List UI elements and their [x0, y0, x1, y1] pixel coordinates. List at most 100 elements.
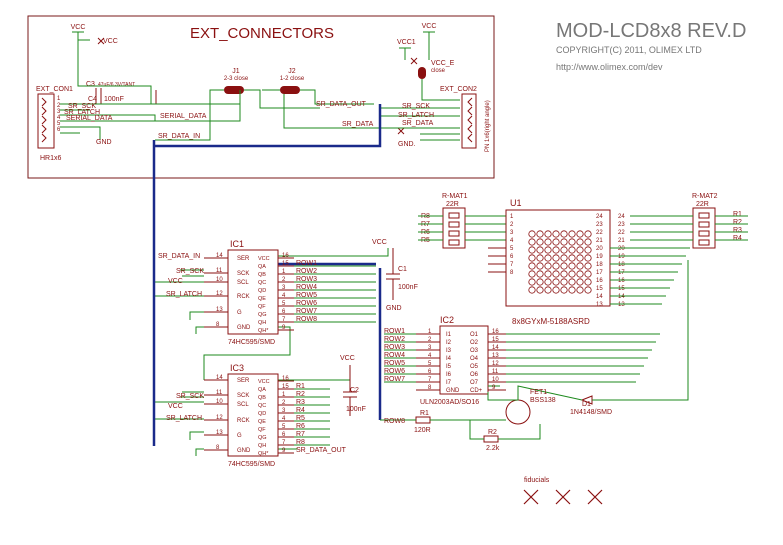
- led-dot: [552, 254, 560, 262]
- net-sr-data: SR_DATA: [402, 120, 434, 127]
- c2-label: C2: [350, 387, 359, 394]
- d1-label: D1: [582, 401, 591, 408]
- led-dot: [576, 262, 584, 270]
- led-dot: [544, 238, 552, 246]
- u1-pin-number: 15: [596, 286, 603, 292]
- net-row: ROW5: [384, 360, 405, 367]
- ic3-pin-function: G: [237, 433, 242, 439]
- u1-pin-number: 21: [618, 238, 625, 244]
- u1-pin-number: 13: [618, 302, 625, 308]
- ic3-pin-function: QC: [258, 403, 266, 409]
- u1-pin-number: 5: [510, 246, 514, 252]
- ic3-pin-function: GND: [237, 448, 251, 454]
- pin-number: 3: [57, 109, 61, 115]
- gnd-label: GND.: [398, 141, 416, 148]
- led-dot: [536, 262, 544, 270]
- ic2-pin-function: O5: [470, 364, 479, 370]
- ic3-pin-number: 8: [216, 445, 220, 451]
- vcc1-label: VCC1: [397, 39, 416, 46]
- ic1-pin-number: 9: [282, 325, 286, 331]
- led-dot: [560, 278, 568, 286]
- ic1-pin-function: QE: [258, 296, 266, 302]
- pin-number: 1: [57, 96, 61, 102]
- u1-display: [505, 209, 611, 307]
- net-r: R4: [296, 407, 305, 414]
- u1-pin-number: 8: [510, 270, 514, 276]
- ic3-pin-function: QD: [258, 411, 266, 417]
- pin-number: 6: [57, 127, 61, 133]
- ic3-pin-number: 6: [282, 432, 286, 438]
- ic3-part: 74HC595/SMD: [228, 461, 275, 468]
- ic2-pin-function: I1: [446, 332, 452, 338]
- r1-label: R1: [420, 410, 429, 417]
- vcc-label: VCC: [103, 38, 118, 45]
- u1-label: U1: [510, 198, 522, 208]
- led-dot: [560, 246, 568, 254]
- led-dot: [528, 246, 536, 254]
- ic3-pin-number: 9: [282, 448, 286, 454]
- u1-pin-number: 20: [596, 246, 603, 252]
- ic2-pin-number: 9: [492, 385, 496, 391]
- ic3-pin-function: SER: [237, 378, 250, 384]
- net-row: ROW3: [296, 276, 317, 283]
- ic1-pin-function: QF: [258, 304, 266, 310]
- fet-part: BSS138: [530, 397, 556, 404]
- led-dot: [544, 254, 552, 262]
- ic2-pin-function: I3: [446, 348, 452, 354]
- led-dot: [528, 262, 536, 270]
- u1-pin-number: 24: [596, 214, 603, 220]
- net-row: ROW4: [296, 284, 317, 291]
- ic3-pin-function: QA: [258, 387, 266, 393]
- net-sr-data: SR_DATA: [342, 121, 374, 128]
- led-dot: [576, 238, 584, 246]
- ic2-pin-number: 3: [428, 345, 432, 351]
- close-label: close: [431, 68, 446, 74]
- ic3-pin-function: QB: [258, 395, 266, 401]
- led-dot: [560, 270, 568, 278]
- ic3-pin-function: QE: [258, 419, 266, 425]
- ic1-pin-number: 10: [216, 277, 223, 283]
- led-dot: [576, 286, 584, 294]
- ic1-pin-function: QG: [258, 312, 267, 318]
- ic2-pin-function: I7: [446, 380, 452, 386]
- net-r: R8: [296, 439, 305, 446]
- u1-pin-number: 18: [618, 262, 625, 268]
- led-dot: [544, 286, 552, 294]
- r2-value: 2.2k: [486, 445, 500, 452]
- net-label: R4: [733, 235, 742, 242]
- ic1-pin-function: G: [237, 310, 242, 316]
- c4-label: C4: [88, 96, 97, 103]
- ic2-pin-function: O6: [470, 372, 479, 378]
- ic3-pin-function: SCL: [237, 402, 249, 408]
- ic3-body: [227, 373, 279, 457]
- ic1-pin-number: 1: [282, 269, 286, 275]
- ext-frame: [27, 15, 495, 179]
- led-dot: [560, 286, 568, 294]
- net-row8: ROW8: [384, 418, 405, 425]
- ic1-pin-function: SCK: [237, 271, 249, 277]
- net-sr-latch: SR_LATCH: [166, 415, 202, 422]
- u1-pin-number: 22: [618, 230, 625, 236]
- net-sr-latch: SR_LATCH: [398, 112, 434, 119]
- led-dot: [584, 254, 592, 262]
- net-r: R6: [296, 423, 305, 430]
- net-sr-data-out: SR_DATA_OUT: [296, 447, 347, 454]
- ext-block-title: EXT_CONNECTORS: [190, 25, 334, 42]
- ic1-pin-number: 5: [282, 301, 286, 307]
- ic3-pin-number: 11: [216, 390, 223, 396]
- ic1-part: 74HC595/SMD: [228, 339, 275, 346]
- ic1-pin-function: RCK: [237, 294, 250, 300]
- ic2-pin-function: O2: [470, 340, 479, 346]
- led-dot: [560, 254, 568, 262]
- led-dot: [536, 254, 544, 262]
- led-dot: [568, 278, 576, 286]
- ic2-pin-number: 8: [428, 385, 432, 391]
- ic2-pin-number: 10: [492, 377, 499, 383]
- net-sr-latch: SR_LATCH: [166, 291, 202, 298]
- ic2-pin-function: CD+: [470, 388, 483, 394]
- rmat1-label: R-MAT1: [442, 193, 468, 200]
- ic2-pin-number: 15: [492, 337, 499, 343]
- rmat2-label: R-MAT2: [692, 193, 718, 200]
- ic1-pin-function: QH*: [258, 328, 269, 334]
- led-dot: [528, 254, 536, 262]
